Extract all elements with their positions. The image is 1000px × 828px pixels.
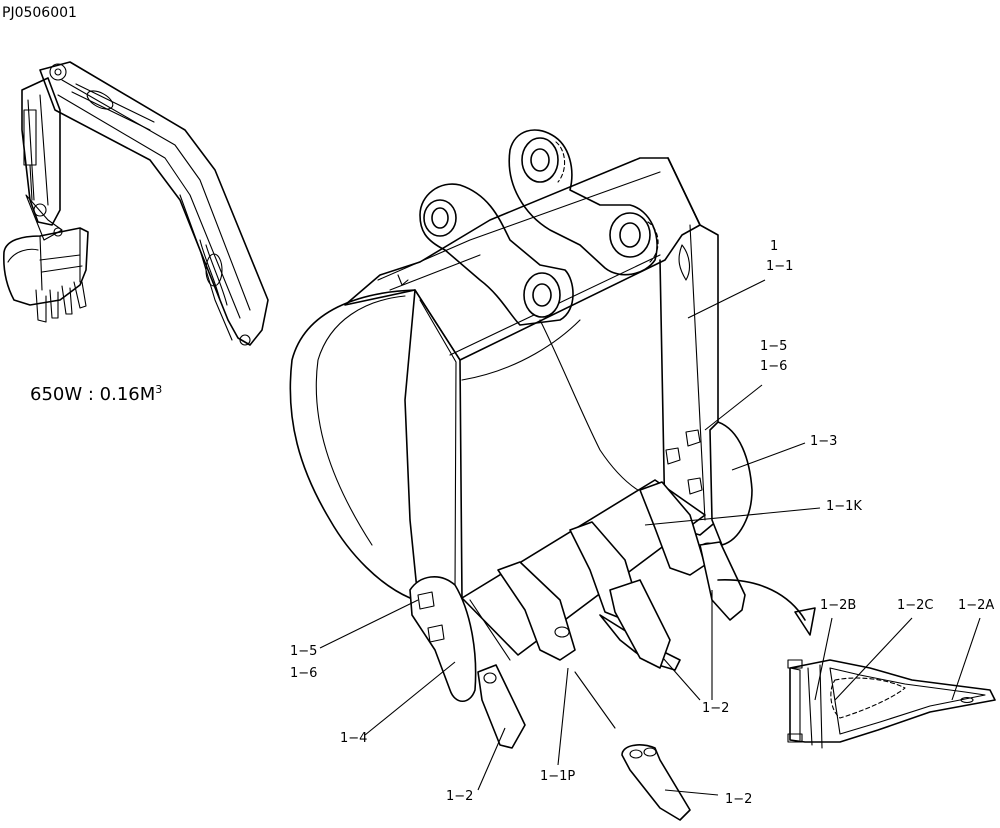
label-1-2-bottom: 1−2 <box>725 792 752 807</box>
label-1-1: 1−1 <box>766 259 793 274</box>
label-1-2-left: 1−2 <box>446 789 473 804</box>
bucket-assembly <box>289 129 753 821</box>
label-1-1k: 1−1K <box>826 499 862 514</box>
label-1-2-right: 1−2 <box>702 701 729 716</box>
label-1-4: 1−4 <box>340 731 367 746</box>
tooth-detail <box>717 579 996 749</box>
label-1-5-lower: 1−5 <box>290 644 317 659</box>
drawing-code: PJ0506001 <box>2 5 77 21</box>
leader-lines <box>319 279 981 796</box>
label-1-6-upper: 1−6 <box>760 359 787 374</box>
label-1-2c: 1−2C <box>897 598 934 613</box>
capacity-caption: 650W : 0.16M3 <box>30 383 162 405</box>
excavator-arm-thumbnail <box>3 61 269 346</box>
label-1-2b: 1−2B <box>820 598 856 613</box>
label-1-3: 1−3 <box>810 434 837 449</box>
part-labels: 1 1−1 1−5 1−6 1−3 1−1K 1−2B 1−2C 1−2A 1−… <box>290 239 994 807</box>
label-1: 1 <box>770 239 778 254</box>
label-1-5-upper: 1−5 <box>760 339 787 354</box>
label-1-2a: 1−2A <box>958 598 994 613</box>
label-1-6-lower: 1−6 <box>290 666 317 681</box>
label-1-1p: 1−1P <box>540 769 575 784</box>
